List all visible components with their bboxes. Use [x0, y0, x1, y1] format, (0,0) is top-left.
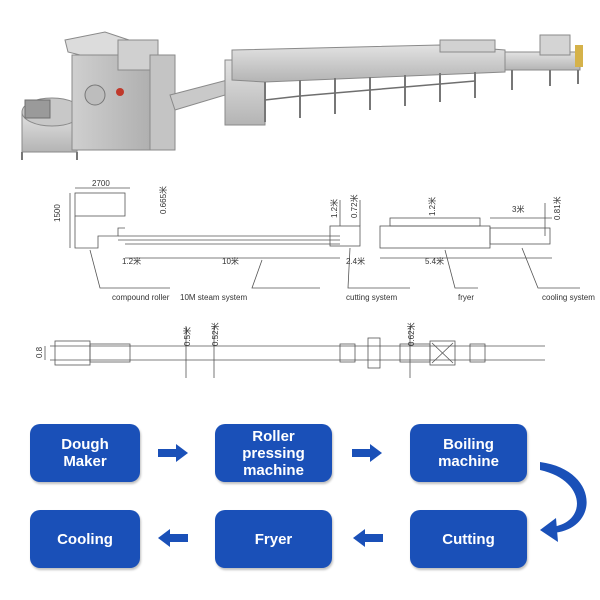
arrow-left-icon: [353, 529, 383, 547]
dim-0-72: 0.72米: [349, 194, 359, 218]
arrow-left-icon: [158, 529, 188, 547]
dim-1-2-left: 1.2米: [122, 256, 141, 266]
label-cutting-system: cutting system: [346, 293, 397, 302]
step-cutting: Cutting: [410, 510, 527, 568]
arrow-right-icon: [158, 444, 188, 462]
dim-5-4: 5.4米: [425, 256, 444, 266]
side-elevation: [69, 187, 580, 289]
step-boiling-machine: Boiling machine: [410, 424, 527, 482]
label-fryer: fryer: [458, 293, 474, 302]
label-cooling-system: cooling system: [542, 293, 595, 302]
dim-2700: 2700: [92, 179, 110, 188]
label-steam-system: 10M steam system: [180, 293, 247, 302]
dim-1-2-right: 1.2米: [427, 197, 437, 216]
step-dough-maker: Dough Maker: [30, 424, 140, 482]
flow-arrows: [158, 444, 587, 547]
arrow-right-icon: [352, 444, 382, 462]
compound-roller-machine: [64, 31, 176, 151]
production-line-photo: [21, 31, 583, 160]
fryer-cooler-section: [504, 34, 583, 90]
dim-0-8: 0.8: [35, 346, 44, 358]
layout-drawing: 2700 1500 0.665米 1.2米 0.72米 1.2米 3米 0.81…: [35, 179, 595, 378]
dim-0-62: 0.62米: [406, 322, 416, 346]
dim-0-5: 0.5米: [182, 327, 192, 346]
dim-3: 3米: [512, 204, 524, 214]
dim-0-52: 0.52米: [210, 322, 220, 346]
dim-2-4: 2.4米: [346, 256, 365, 266]
dough-mixer-machine: [21, 97, 83, 160]
step-cooling: Cooling: [30, 510, 140, 568]
steamer-section: [169, 39, 506, 126]
dim-1-2-top: 1.2米: [329, 199, 339, 218]
plan-view: [44, 326, 545, 378]
label-compound-roller: compound roller: [112, 293, 170, 302]
dim-0-665: 0.665米: [158, 186, 168, 214]
step-roller-pressing-machine: Roller pressing machine: [215, 424, 332, 482]
dim-0-81: 0.81米: [552, 196, 562, 220]
dim-10: 10米: [222, 256, 239, 266]
step-fryer: Fryer: [215, 510, 332, 568]
dim-1500: 1500: [53, 204, 62, 222]
curved-arrow-down-icon: [540, 462, 587, 542]
